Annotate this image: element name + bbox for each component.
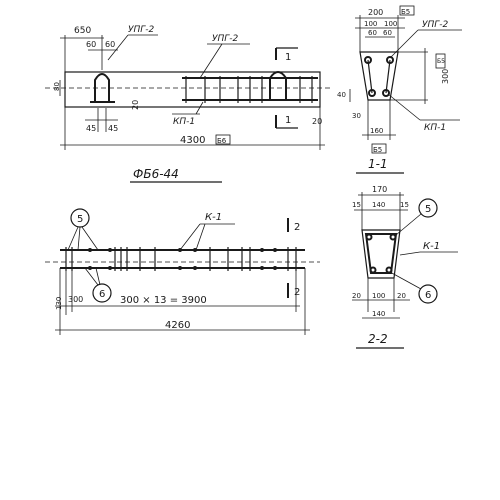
top-beam-outline bbox=[64, 71, 321, 108]
sec1-dim-30: 30 bbox=[352, 112, 361, 120]
cut-label-bottom: 1 bbox=[285, 115, 291, 126]
label-upg-right: УПГ-2 bbox=[212, 34, 239, 44]
sec2-callout-5: 5 bbox=[425, 204, 431, 215]
sec2-dim-15-a: 15 bbox=[352, 201, 361, 209]
dim-45-b: 45 bbox=[108, 124, 118, 133]
title-fb6-44: ФБ6-44 bbox=[133, 167, 179, 181]
sec2-callout-5-circle bbox=[418, 198, 438, 218]
section-1-1: 200 Б5 100 100 60 60 УПГ-2 Б5 300 40 30 … bbox=[337, 5, 462, 174]
sec1-stamp-side: Б5 bbox=[437, 58, 445, 65]
bottom-beam-bar-dots bbox=[88, 248, 277, 270]
cut2-label-bottom: 2 bbox=[294, 287, 300, 298]
bottom-beam-stirrups bbox=[65, 247, 297, 271]
sec2-dim-170: 170 bbox=[372, 185, 387, 194]
top-beam-cage bbox=[182, 76, 318, 103]
section-cut-mark-1 bbox=[275, 47, 298, 129]
sec2-dim-140-top: 140 bbox=[372, 201, 385, 209]
label-kp1: КП-1 bbox=[173, 117, 195, 127]
sec1-label-upg: УПГ-2 bbox=[422, 20, 449, 30]
dim-60-a: 60 bbox=[86, 40, 96, 49]
dim-130: 130 bbox=[55, 297, 63, 310]
dim-300-bottom: 300 bbox=[68, 295, 83, 304]
sec2-dim-20-b: 20 bbox=[397, 292, 406, 300]
sec2-callout-6-circle bbox=[418, 284, 438, 304]
dim-45-a: 45 bbox=[86, 124, 96, 133]
stamp-b6: Б6 bbox=[217, 137, 227, 145]
callout-5: 5 bbox=[77, 214, 83, 225]
sec1-dim-160: 160 bbox=[370, 127, 383, 135]
sec1-dim-200: 200 bbox=[368, 8, 383, 17]
sec2-dim-100: 100 bbox=[372, 292, 385, 300]
sec1-dim-60-a: 60 bbox=[368, 29, 377, 37]
cut-label-top: 1 bbox=[285, 52, 291, 63]
sec1-dim-60-b: 60 bbox=[383, 29, 392, 37]
lifting-loop-right bbox=[269, 71, 287, 100]
callout-6-circle bbox=[92, 283, 112, 303]
title-section-2-2: 2-2 bbox=[368, 332, 388, 346]
dim-80: 80 bbox=[53, 82, 61, 91]
cut2-label-top: 2 bbox=[294, 222, 300, 233]
sec1-stamp-bottom: Б5 bbox=[373, 146, 382, 154]
sec2-callout-6: 6 bbox=[425, 290, 431, 301]
sec1-stamp-top: Б5 bbox=[401, 8, 410, 16]
section-2-2: 170 15 140 15 5 К-1 20 100 20 140 6 2-2 bbox=[352, 185, 458, 349]
sec2-dim-20-a: 20 bbox=[352, 292, 361, 300]
sec2-dim-140-bottom: 140 bbox=[372, 310, 385, 318]
top-beam-elevation: 1 1 650 60 60 УПГ-2 УПГ-2 80 45 45 20 КП… bbox=[45, 25, 330, 183]
title-section-1-1: 1-1 bbox=[368, 157, 388, 171]
dim-20-b: 20 bbox=[312, 117, 322, 126]
sec1-label-kp1: КП-1 bbox=[424, 123, 446, 133]
dim-spacing: 300 × 13 = 3900 bbox=[120, 295, 207, 306]
bottom-beam-elevation: 5 6 К-1 2 2 130 300 300 × 13 = 3900 4260 bbox=[45, 208, 320, 335]
label-k1: К-1 bbox=[205, 212, 222, 223]
callout-6: 6 bbox=[99, 289, 105, 300]
sec1-dim-100-a: 100 bbox=[364, 20, 377, 28]
label-upg-left: УПГ-2 bbox=[128, 25, 155, 35]
sec2-dim-15-b: 15 bbox=[400, 201, 409, 209]
dim-650: 650 bbox=[74, 26, 91, 36]
dim-20-a: 20 bbox=[131, 100, 140, 110]
dim-length-4260: 4260 bbox=[165, 320, 190, 331]
dim-60-b: 60 bbox=[105, 40, 115, 49]
sec1-dim-100-b: 100 bbox=[384, 20, 397, 28]
dim-length-4300: 4300 bbox=[180, 135, 205, 146]
sec2-label-k1: К-1 bbox=[423, 241, 440, 252]
sec1-dim-300: 300 bbox=[441, 69, 450, 84]
lifting-loop-left bbox=[90, 73, 115, 103]
sec1-dim-40: 40 bbox=[337, 91, 346, 99]
